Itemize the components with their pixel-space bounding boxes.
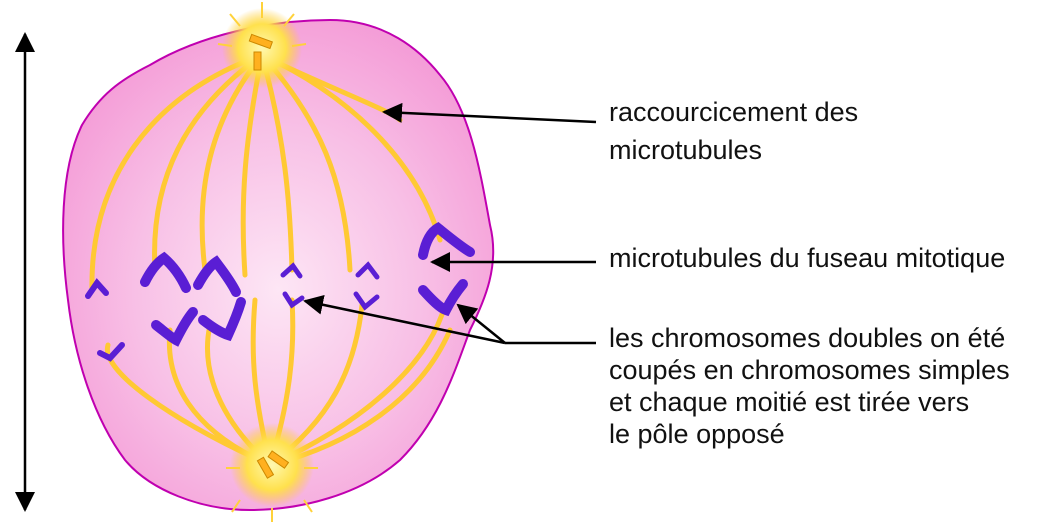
label-spindle-microtubules: microtubules du fuseau mitotique — [609, 242, 1005, 274]
label-microtubule-shortening: raccourcicement des microtubules — [609, 96, 858, 166]
label-line: raccourcicement des — [609, 96, 858, 128]
label-line: le pôle opposé — [609, 418, 1010, 450]
label-line: et chaque moitié est tirée vers — [609, 386, 1010, 418]
label-line: les chromosomes doubles on été — [609, 322, 1010, 354]
label-chromosome-separation: les chromosomes doubles on été coupés en… — [609, 322, 1010, 450]
label-line: microtubules — [609, 134, 858, 166]
label-line: microtubules du fuseau mitotique — [609, 242, 1005, 274]
label-line: coupés en chromosomes simples — [609, 354, 1010, 386]
centriole — [254, 52, 261, 70]
